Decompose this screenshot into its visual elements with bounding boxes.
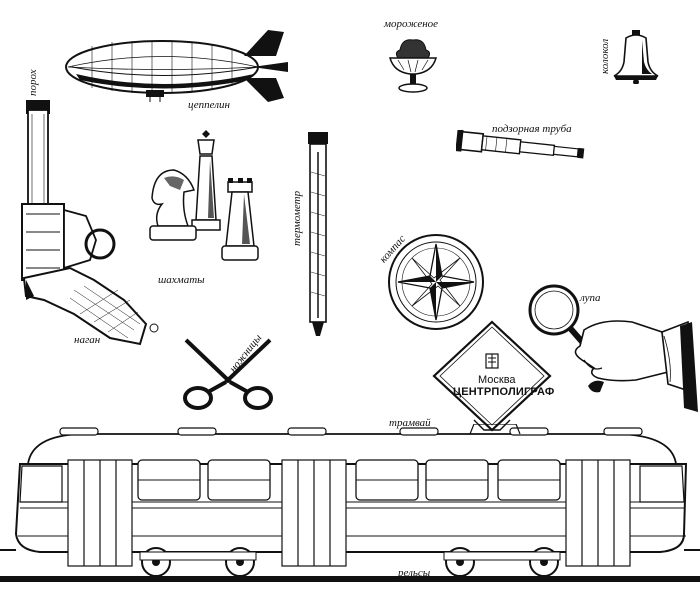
magnifier-hand-drawing [528,284,698,412]
bell-label: колокол [599,38,611,74]
gunpowder-label: порох [27,69,39,96]
compass-drawing [388,234,484,330]
rails-label: рельсы [398,567,431,579]
thermometer-drawing [308,132,328,336]
telescope-drawing [456,130,585,159]
revolver-label: наган [74,334,101,346]
zeppelin-label: цеппелин [188,99,231,111]
zeppelin-drawing [65,30,288,102]
thermometer-label: термометр [291,190,303,246]
chess-label: шахматы [158,274,205,286]
revolver-drawing [21,100,159,346]
ice-cream-label: мороженое [384,18,439,30]
chess-pieces-drawing [149,130,259,261]
tram-label: трамвай [389,417,431,429]
magnifier-label: лупа [580,292,601,304]
tram-drawing [0,424,700,582]
publisher-name-text: ЦЕНТРПОЛИГРАФ [453,386,555,398]
publisher-city-text: Москва [478,374,516,386]
publisher-logo-sign [432,320,552,432]
bell-drawing [613,30,659,84]
scissors-drawing [183,338,273,410]
telescope-label: подзорная труба [492,123,572,135]
ice-cream-drawing [389,39,437,93]
